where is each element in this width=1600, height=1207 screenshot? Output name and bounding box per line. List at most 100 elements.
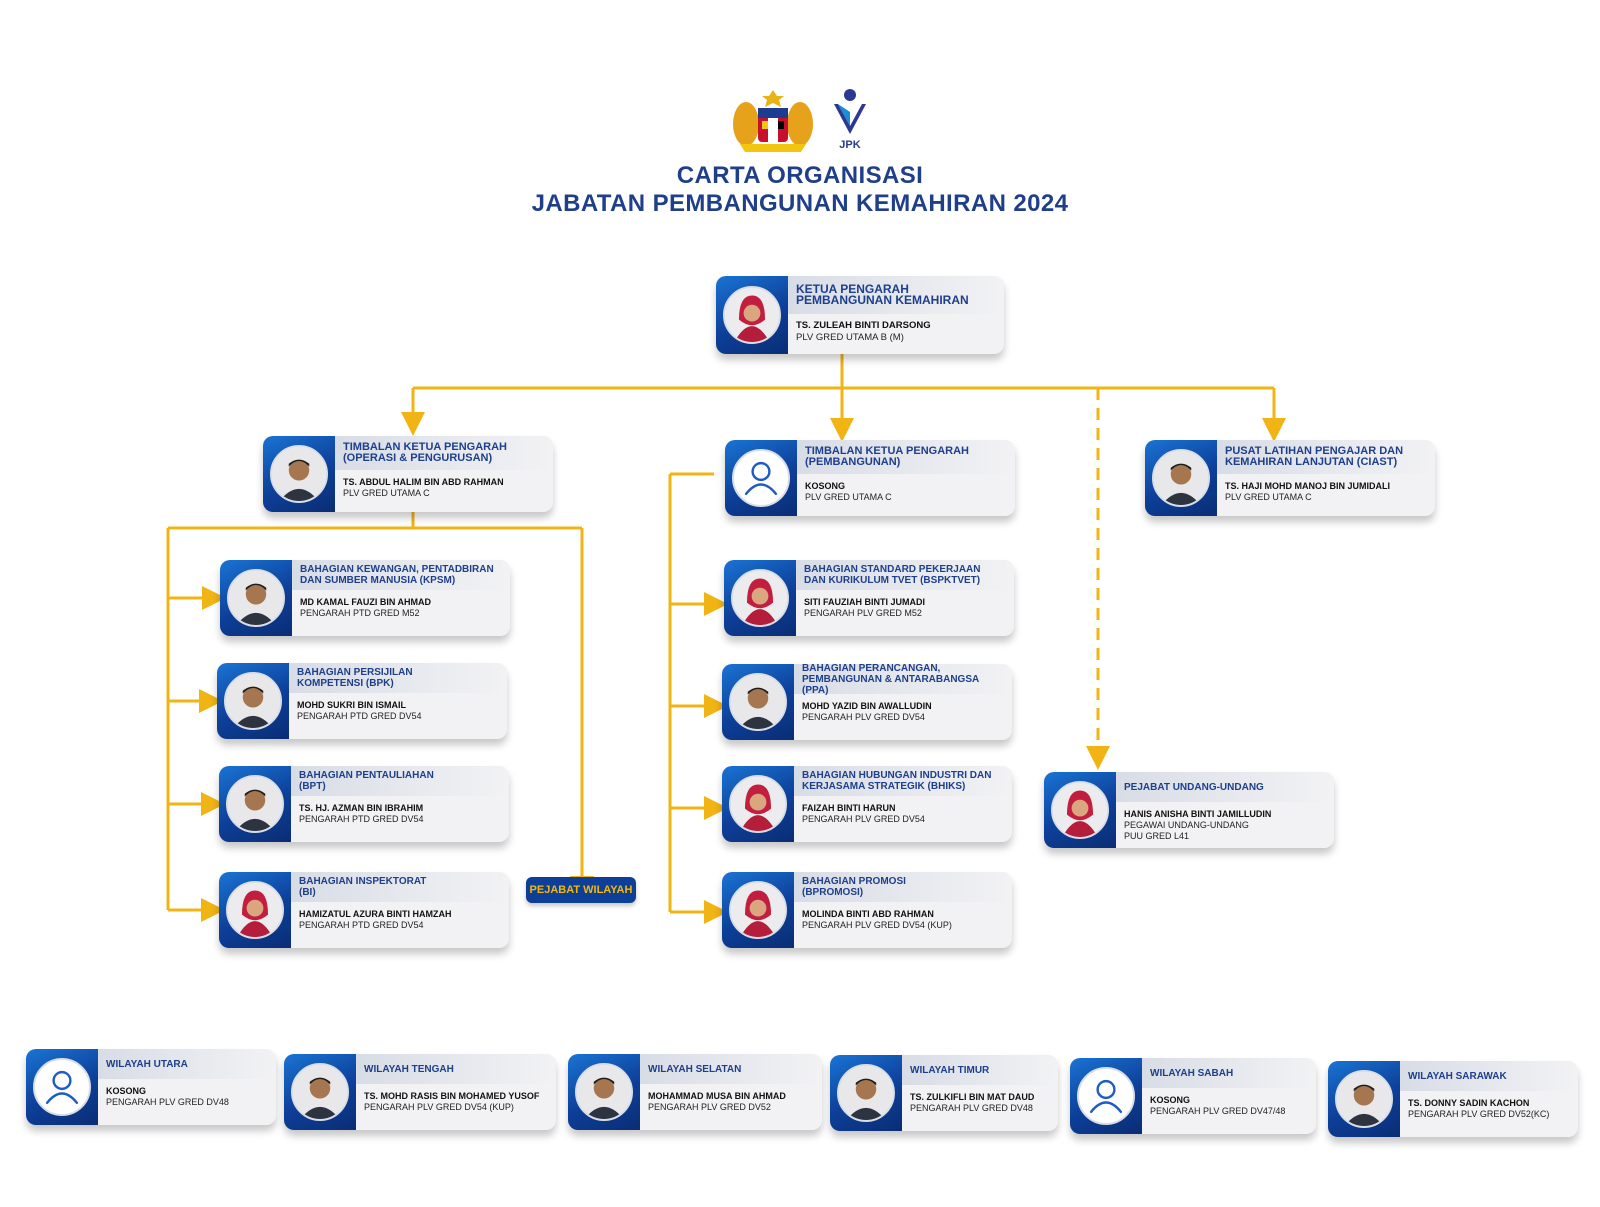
node-info: PUSAT LATIHAN PENGAJAR DAN KEMAHIRAN LAN… xyxy=(1217,440,1435,516)
node-info: WILAYAH TENGAH TS. MOHD RASIS BIN MOHAMED… xyxy=(356,1054,556,1130)
node-title: WILAYAH SABAH xyxy=(1142,1058,1316,1088)
node-info: BAHAGIAN STANDARD PEKERJAAN DAN KURIKULU… xyxy=(796,560,1014,636)
node-bpk[interactable]: BAHAGIAN PERSIJILAN KOMPETENSI (BPK)MOHD… xyxy=(217,663,507,739)
position-grade: PENGARAH PTD GRED DV54 xyxy=(299,920,424,930)
avatar xyxy=(33,1058,91,1116)
pejabat-wilayah-label[interactable]: PEJABAT WILAYAH xyxy=(526,877,636,903)
node-title: BAHAGIAN PENTAULIAHAN (BPT) xyxy=(291,766,509,796)
node-info: BAHAGIAN PERANCANGAN, PEMBANGUNAN & ANTA… xyxy=(794,664,1012,740)
person-name: MOHAMMAD MUSA BIN AHMAD xyxy=(648,1091,786,1101)
position-grade: PEGAWAI UNDANG-UNDANG PUU GRED L41 xyxy=(1124,820,1249,841)
avatar-band xyxy=(263,436,335,512)
avatar-band xyxy=(26,1049,98,1125)
avatar xyxy=(227,569,285,627)
person-name: MD KAMAL FAUZI BIN AHMAD xyxy=(300,597,431,607)
node-title: WILAYAH TIMUR xyxy=(902,1055,1058,1085)
avatar-band xyxy=(722,664,794,740)
position-grade: PENGARAH PLV GRED M52 xyxy=(804,608,922,618)
person-name: FAIZAH BINTI HARUN xyxy=(802,803,896,813)
node-bhiks[interactable]: BAHAGIAN HUBUNGAN INDUSTRI DAN KERJASAMA… xyxy=(722,766,1012,842)
male-portrait-icon xyxy=(229,571,283,625)
person-name: TS. HAJI MOHD MANOJ BIN JUMIDALI xyxy=(1225,481,1391,491)
avatar xyxy=(732,449,790,507)
person-name: TS. ZULEAH BINTI DARSONG xyxy=(796,320,931,331)
person-name: TS. MOHD RASIS BIN MOHAMED YUSOF xyxy=(364,1091,540,1101)
male-portrait-icon xyxy=(272,447,326,501)
node-ciast[interactable]: PUSAT LATIHAN PENGAJAR DAN KEMAHIRAN LAN… xyxy=(1145,440,1435,516)
position-grade: PENGARAH PLV GRED DV54 (KUP) xyxy=(802,920,952,930)
node-bpt[interactable]: BAHAGIAN PENTAULIAHAN (BPT)TS. HJ. AZMAN… xyxy=(219,766,509,842)
person-name: MOLINDA BINTI ABD RAHMAN xyxy=(802,909,934,919)
node-title: TIMBALAN KETUA PENGARAH (OPERASI & PENGU… xyxy=(335,436,553,470)
node-info: BAHAGIAN HUBUNGAN INDUSTRI DAN KERJASAMA… xyxy=(794,766,1012,842)
position-grade: PENGARAH PLV GRED DV48 xyxy=(106,1097,229,1107)
avatar-band xyxy=(219,766,291,842)
node-kpsm[interactable]: BAHAGIAN KEWANGAN, PENTADBIRAN DAN SUMBE… xyxy=(220,560,510,636)
node-bi[interactable]: BAHAGIAN INSPEKTORAT (BI)HAMIZATUL AZURA… xyxy=(219,872,509,948)
position-grade: PENGARAH PTD GRED DV54 xyxy=(299,814,424,824)
node-bpromosi[interactable]: BAHAGIAN PROMOSI (BPROMOSI)MOLINDA BINTI… xyxy=(722,872,1012,948)
node-tkp-pembangunan[interactable]: TIMBALAN KETUA PENGARAH (PEMBANGUNAN)KOS… xyxy=(725,440,1015,516)
person-name: TS. ABDUL HALIM BIN ABD RAHMAN xyxy=(343,477,504,487)
avatar-band xyxy=(1044,772,1116,848)
male-portrait-icon xyxy=(577,1065,631,1119)
node-bspktvet[interactable]: BAHAGIAN STANDARD PEKERJAAN DAN KURIKULU… xyxy=(724,560,1014,636)
female-portrait-icon xyxy=(731,777,785,831)
node-wilayah-tengah[interactable]: WILAYAH TENGAH TS. MOHD RASIS BIN MOHAMED… xyxy=(284,1054,556,1130)
avatar-band xyxy=(725,440,797,516)
person-name: MOHD YAZID BIN AWALLUDIN xyxy=(802,701,932,711)
female-portrait-icon xyxy=(1053,783,1107,837)
node-info: TIMBALAN KETUA PENGARAH (PEMBANGUNAN)KOS… xyxy=(797,440,1015,516)
avatar xyxy=(226,881,284,939)
node-info: BAHAGIAN KEWANGAN, PENTADBIRAN DAN SUMBE… xyxy=(292,560,510,636)
avatar-band xyxy=(568,1054,640,1130)
node-title: BAHAGIAN HUBUNGAN INDUSTRI DAN KERJASAMA… xyxy=(794,766,1012,796)
position-grade: PLV GRED UTAMA C xyxy=(1225,492,1312,502)
avatar-band xyxy=(217,663,289,739)
male-portrait-icon xyxy=(1154,451,1208,505)
avatar xyxy=(1077,1067,1135,1125)
node-title: BAHAGIAN KEWANGAN, PENTADBIRAN DAN SUMBE… xyxy=(292,560,510,590)
header-logos: JPK xyxy=(0,88,1600,154)
node-wilayah-timur[interactable]: WILAYAH TIMUR Ts. ZULKIFLI BIN MAT DAUDPE… xyxy=(830,1055,1058,1131)
avatar xyxy=(1152,449,1210,507)
node-title: BAHAGIAN STANDARD PEKERJAAN DAN KURIKULU… xyxy=(796,560,1014,590)
position-grade: PENGARAH PLV GRED DV48 xyxy=(910,1103,1033,1113)
node-info: BAHAGIAN INSPEKTORAT (BI)HAMIZATUL AZURA… xyxy=(291,872,509,948)
position-grade: PLV GRED UTAMA C xyxy=(343,488,430,498)
avatar xyxy=(226,775,284,833)
page-subtitle: JABATAN PEMBANGUNAN KEMAHIRAN 2024 xyxy=(531,190,1069,217)
node-ppa[interactable]: BAHAGIAN PERANCANGAN, PEMBANGUNAN & ANTA… xyxy=(722,664,1012,740)
avatar-band xyxy=(220,560,292,636)
coat-of-arms-icon xyxy=(733,90,813,152)
person-name: HANIS ANISHA BINTI JAMILLUDIN xyxy=(1124,809,1272,819)
avatar xyxy=(729,775,787,833)
avatar xyxy=(224,672,282,730)
avatar xyxy=(723,286,781,344)
position-grade: PENGARAH PTD GRED M52 xyxy=(300,608,420,618)
person-name: SITI FAUZIAH BINTI JUMADI xyxy=(804,597,925,607)
node-tkp-operasi[interactable]: TIMBALAN KETUA PENGARAH (OPERASI & PENGU… xyxy=(263,436,553,512)
person-name: KOSONG xyxy=(106,1086,147,1096)
person-name: Ts. ZULKIFLI BIN MAT DAUD xyxy=(910,1092,1035,1102)
node-title: WILAYAH UTARA xyxy=(98,1049,276,1079)
node-title: WILAYAH SARAWAK xyxy=(1400,1061,1578,1091)
avatar xyxy=(837,1064,895,1122)
position-grade: PLV GRED UTAMA B (M) xyxy=(796,332,904,343)
node-title: WILAYAH TENGAH xyxy=(356,1054,556,1084)
vacant-person-icon xyxy=(744,461,778,496)
node-title: BAHAGIAN INSPEKTORAT (BI) xyxy=(291,872,509,902)
male-portrait-icon xyxy=(731,675,785,729)
position-grade: PENGARAH PLV GRED DV47/48 xyxy=(1150,1106,1286,1116)
